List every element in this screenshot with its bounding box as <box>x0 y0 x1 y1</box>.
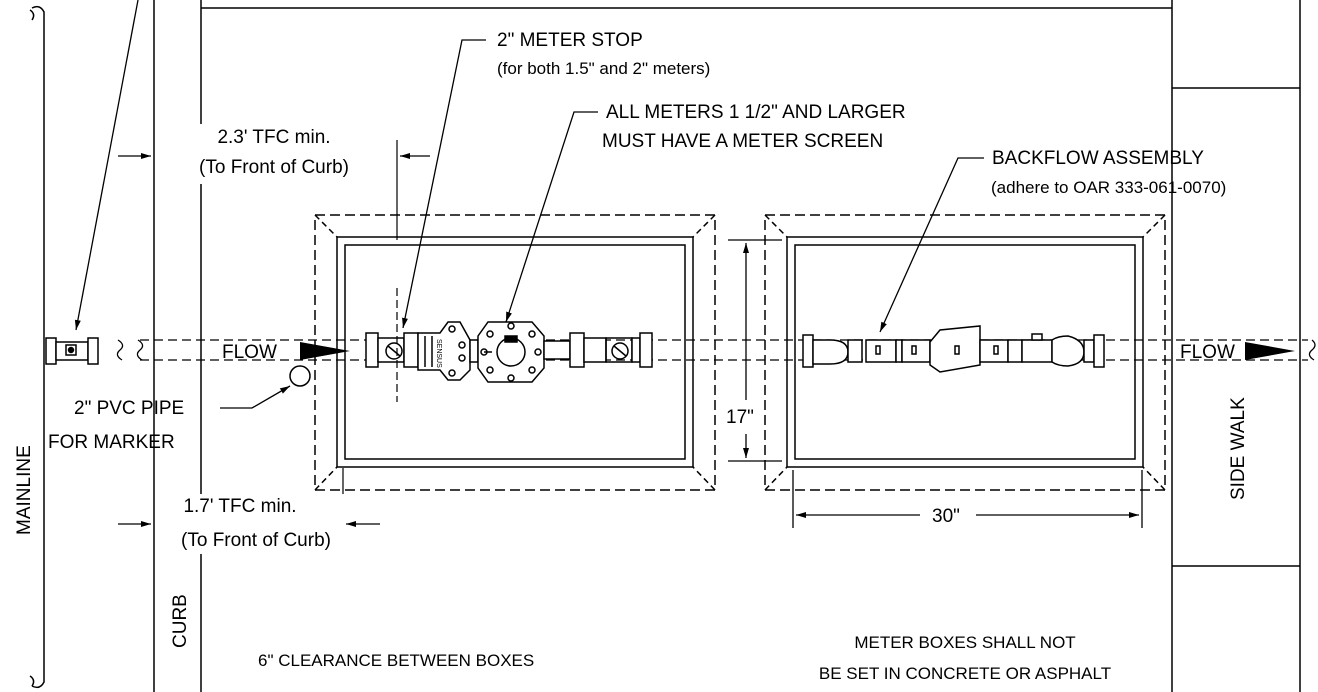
pvc-label-line2: FOR MARKER <box>48 432 175 453</box>
water-meter <box>417 321 471 381</box>
corp-stop-leader <box>74 0 139 331</box>
meter-screen <box>469 321 545 383</box>
height-dimension-label: 17" <box>726 407 754 428</box>
sidewalk <box>201 0 1301 692</box>
pipe-break-left <box>116 339 144 361</box>
meter-screen-label-line2: MUST HAVE A METER SCREEN <box>602 131 883 152</box>
meter-screen-label-line1: ALL METERS 1 1/2" AND LARGER <box>606 102 906 123</box>
meter-box-right <box>764 214 1166 491</box>
meter-screen-leader <box>505 111 598 323</box>
pvc-marker-post <box>289 365 311 387</box>
pvc-leader <box>220 385 291 409</box>
pipe-break-right <box>1308 339 1316 361</box>
tfc-top-label-line2: (To Front of Curb) <box>199 157 349 178</box>
service-pipe <box>140 339 1308 361</box>
flow-label-right: FLOW <box>1180 342 1235 363</box>
placement-note-line2: BE SET IN CONCRETE OR ASPHALT <box>819 664 1111 683</box>
sidewalk-label: SIDE WALK <box>1228 397 1249 500</box>
tfc-top-label-bg <box>170 124 375 184</box>
flow-label-left: FLOW <box>222 342 277 363</box>
tfc-bottom-label-line2: (To Front of Curb) <box>181 530 331 551</box>
tfc-bottom-label-bg <box>160 494 344 554</box>
corporation-stop <box>45 337 99 365</box>
flow-arrow-right <box>1245 342 1295 360</box>
flow-arrow-left <box>300 342 350 360</box>
pvc-label-line1: 2" PVC PIPE <box>74 398 184 419</box>
backflow-label-line1: BACKFLOW ASSEMBLY <box>992 148 1204 169</box>
backflow-label-line2: (adhere to OAR 333-061-0070) <box>991 178 1226 197</box>
curb-label-bg <box>160 575 198 660</box>
tfc-bottom-label-line1: 1.7' TFC min. <box>183 496 296 517</box>
meter-stop-inlet <box>365 332 419 368</box>
height-dimension <box>728 239 782 462</box>
backflow-leader <box>879 157 984 333</box>
placement-note-line1: METER BOXES SHALL NOT <box>854 633 1075 652</box>
meter-outlet-valve <box>543 332 653 368</box>
curb <box>153 0 202 692</box>
meter-stop-label-line2: (for both 1.5" and 2" meters) <box>497 59 710 78</box>
mainline-label: MAINLINE <box>14 445 35 535</box>
width-dimension <box>792 470 1143 528</box>
clearance-note: 6" CLEARANCE BETWEEN BOXES <box>258 651 534 670</box>
meter-brand-label: SENSUS <box>435 339 442 368</box>
meter-stop-label-line1: 2" METER STOP <box>497 30 643 51</box>
width-dimension-label: 30" <box>932 506 960 527</box>
backflow-assembly <box>802 325 1105 373</box>
mainline-pipe <box>29 5 45 689</box>
meter-stop-leader <box>402 39 486 329</box>
curb-label: CURB <box>170 594 191 648</box>
tfc-top-label-line1: 2.3' TFC min. <box>217 127 330 148</box>
